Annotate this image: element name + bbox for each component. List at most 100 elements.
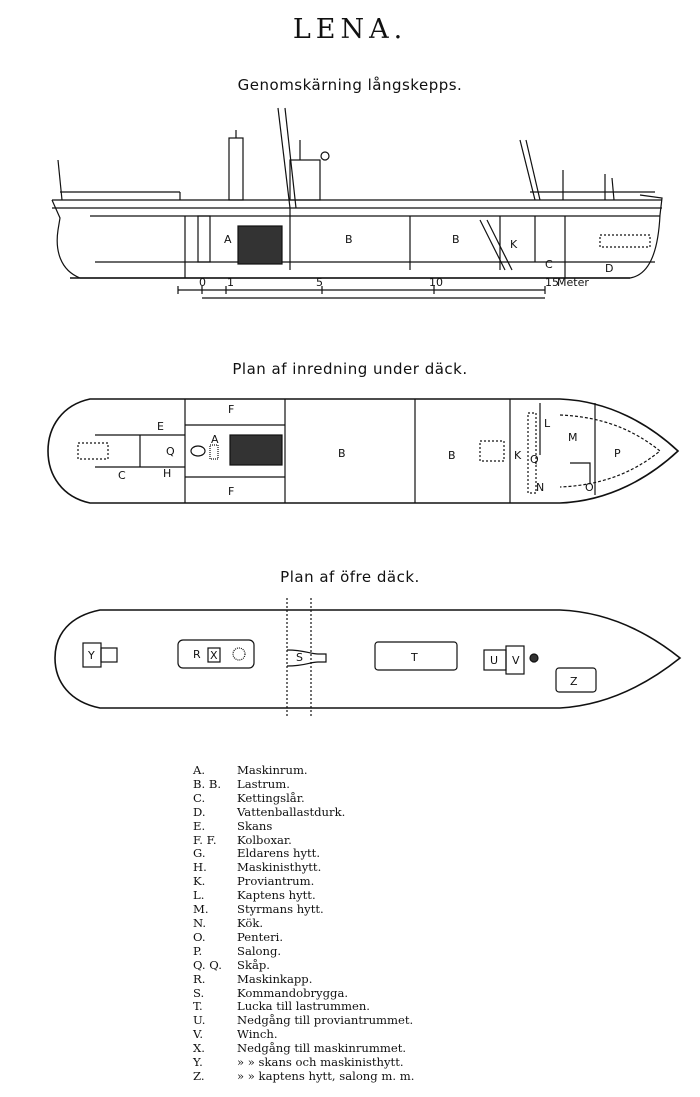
legend-row: U. Nedgång till proviantrummet. — [193, 1013, 414, 1028]
legend-key: R. — [193, 971, 206, 986]
side-label-b-2: B — [452, 233, 460, 246]
under-label-e: E — [157, 420, 164, 433]
upper-label-u: U — [490, 654, 498, 667]
legend-row: Z.» » kaptens hytt, salong m. m. — [193, 1069, 414, 1084]
under-deck-heading: Plan af inredning under däck. — [232, 360, 468, 378]
under-label-c: C — [118, 469, 126, 482]
legend-description: Maskinkapp. — [237, 971, 313, 986]
scale-unit: Meter — [557, 276, 589, 289]
legend-row: C. Kettingslår. — [193, 790, 414, 806]
legend-row: P. Salong. — [193, 943, 414, 959]
under-label-k: K — [514, 449, 522, 462]
legend-description: Nedgång till proviantrummet. — [237, 1013, 414, 1028]
under-label-n: N — [536, 481, 544, 494]
legend-row: Q. Q.Skåp. — [193, 957, 414, 973]
legend-row: H. Maskinisthytt. — [193, 860, 414, 875]
legend-row: T. Lucka till lastrummen. — [193, 1000, 414, 1014]
legend-key: D. — [193, 804, 206, 819]
legend-row: B. B.Lastrum. — [193, 776, 414, 792]
legend-key: U. — [193, 1013, 206, 1028]
legend-key: A. — [193, 763, 206, 777]
longitudinal-section-drawing: A B B K C D 0 1 5 10 15 Meter — [51, 107, 663, 299]
legend-row: R. Maskinkapp. — [193, 971, 414, 987]
upper-label-r: R — [193, 648, 201, 661]
upper-label-x: X — [210, 649, 218, 662]
legend-description: Kommandobrygga. — [237, 985, 349, 1000]
legend-description: Styrmans hytt. — [237, 902, 324, 917]
under-label-l: L — [544, 417, 551, 430]
scale-tick-10: 10 — [429, 276, 443, 289]
legend-description: Kaptens hytt. — [237, 888, 316, 903]
legend-description: Maskinrum. — [237, 763, 308, 777]
legend-row: M. Styrmans hytt. — [193, 902, 414, 917]
page-title: LENA. — [292, 14, 408, 45]
legend-key: H. — [193, 860, 207, 875]
legend: A.Maskinrum.B. B.Lastrum.C.Kettingslår.D… — [193, 763, 414, 1084]
legend-key: K. — [193, 874, 206, 889]
side-label-d: D — [605, 262, 613, 275]
legend-description: Kettingslår. — [237, 790, 305, 805]
legend-key: M. — [193, 902, 209, 917]
legend-row: L. Kaptens hytt. — [193, 888, 414, 903]
legend-description: Kolboxar. — [237, 832, 292, 847]
upper-label-y: Y — [87, 649, 95, 662]
under-label-b-2: B — [448, 449, 456, 462]
legend-key: N. — [193, 915, 207, 930]
side-label-c: C — [545, 258, 553, 271]
upper-label-v: V — [512, 654, 520, 667]
under-label-h: H — [163, 467, 171, 480]
upper-label-t: T — [410, 651, 418, 664]
legend-description: Salong. — [237, 943, 282, 958]
under-label-a: A — [211, 433, 219, 446]
legend-description: Penteri. — [237, 929, 284, 944]
under-label-m: M — [568, 431, 578, 444]
legend-key: T. — [193, 999, 203, 1014]
legend-description: Proviantrum. — [237, 874, 315, 889]
legend-row: A. Maskinrum. — [193, 763, 414, 778]
legend-key: F. F. — [193, 832, 217, 847]
legend-description: Nedgång till maskinrummet. — [237, 1041, 407, 1056]
legend-description: Maskinisthytt. — [237, 860, 322, 875]
legend-key: V. — [193, 1027, 204, 1042]
legend-key: Y. — [193, 1055, 203, 1070]
under-label-p: P — [614, 447, 621, 460]
legend-row: G. Eldarens hytt. — [193, 847, 414, 861]
upper-label-s: S — [296, 651, 303, 664]
legend-row: N.Kök. — [193, 915, 414, 931]
legend-key: E. — [193, 818, 206, 833]
legend-row: D. Vattenballastdurk. — [193, 804, 414, 820]
under-label-f-top: F — [228, 403, 234, 416]
under-label-q-2: Q — [530, 453, 539, 466]
legend-description: Eldarens hytt. — [237, 846, 321, 861]
side-section-heading: Genomskärning långskepps. — [237, 76, 463, 94]
legend-description: Skans — [237, 818, 273, 833]
legend-row: Y. » » skans och maskinisthytt. — [193, 1055, 414, 1070]
scale-tick-1: 1 — [227, 276, 234, 289]
side-label-b-1: B — [345, 233, 353, 246]
legend-key: G. — [193, 846, 206, 861]
legend-row: K. Proviantrum. — [193, 874, 414, 889]
side-label-a: A — [224, 233, 232, 246]
legend-key: B. B. — [193, 776, 222, 791]
legend-key: S. — [193, 985, 205, 1000]
legend-row: X. Nedgång till maskinrummet. — [193, 1041, 414, 1056]
legend-key: X. — [193, 1041, 205, 1056]
legend-row: O. Penteri. — [193, 929, 414, 945]
legend-key: O. — [193, 929, 206, 944]
legend-description: Lucka till lastrummen. — [237, 999, 370, 1014]
legend-row: F. F. Kolboxar. — [193, 832, 414, 848]
under-label-b-1: B — [338, 447, 346, 460]
under-label-q-1: Q — [166, 445, 175, 458]
legend-description: Vattenballastdurk. — [237, 804, 346, 819]
under-label-o: O — [585, 481, 594, 494]
legend-description: Winch. — [237, 1027, 278, 1042]
legend-description: » » skans och maskinisthytt. — [237, 1055, 404, 1070]
legend-key: P. — [193, 943, 203, 958]
upper-deck-plan-drawing: Y R X S T U V Z — [54, 598, 682, 718]
legend-key: Q. Q. — [193, 957, 222, 972]
legend-key: L. — [193, 888, 205, 903]
legend-row: V. Winch. — [193, 1027, 414, 1042]
legend-row: S. Kommandobrygga. — [193, 985, 414, 1001]
legend-key: C. — [193, 790, 206, 805]
scale-tick-5: 5 — [316, 276, 323, 289]
